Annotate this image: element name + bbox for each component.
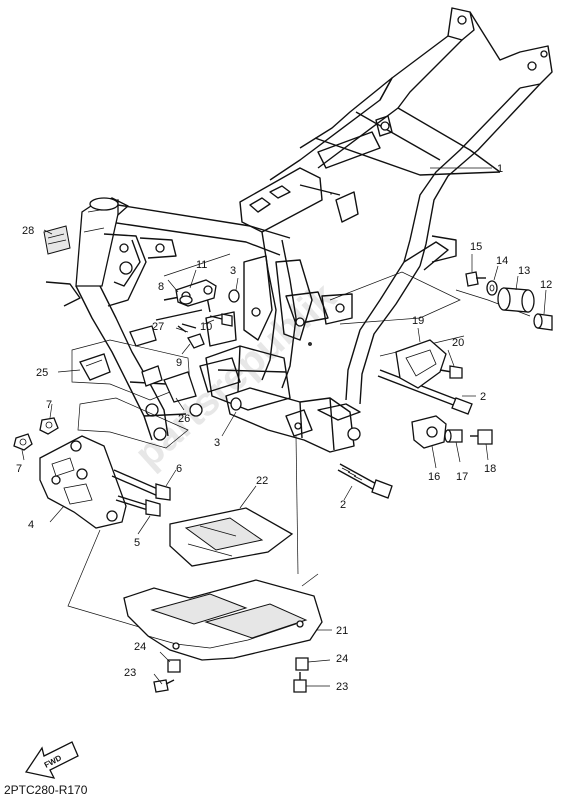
part-4-engine-bracket (39, 435, 127, 529)
part-17-collar (444, 429, 463, 443)
main-frame (45, 7, 553, 453)
part-26-guard (129, 325, 197, 403)
diagram-caption: 2PTC280-R170 (4, 783, 88, 797)
callout-17: 17 (456, 471, 468, 483)
callout-2-lower: 2 (340, 499, 346, 511)
callout-5: 5 (134, 537, 140, 549)
callout-8: 8 (158, 281, 164, 293)
callout-23-right: 23 (336, 681, 348, 693)
part-15-bolt (465, 271, 486, 287)
part-7-nuts (13, 417, 59, 451)
part-2-lower-bolt (337, 463, 393, 499)
part-25-guard (79, 353, 111, 381)
part-18-bolt (470, 429, 493, 445)
part-22-pad (169, 507, 294, 567)
callout-3-lower: 3 (214, 437, 220, 449)
callout-6: 6 (176, 463, 182, 475)
callout-4: 4 (28, 519, 34, 531)
part-23-bolts (153, 672, 307, 693)
callout-11: 11 (196, 259, 207, 271)
callout-2-upper: 2 (480, 391, 486, 403)
callout-leaders (21, 167, 547, 687)
callout-12: 12 (540, 279, 552, 291)
callout-26: 26 (178, 413, 190, 425)
part-24-collars (167, 657, 309, 673)
callout-24-right: 24 (336, 653, 348, 665)
fwd-arrow-icon: FWD (24, 741, 79, 779)
callout-23-left: 23 (124, 667, 136, 679)
callout-15: 15 (470, 241, 482, 253)
part-12-collar (533, 313, 553, 331)
part-16-bracket (411, 415, 447, 449)
part-21-skid-plate (123, 579, 323, 661)
part-13-spacer (497, 287, 535, 313)
callout-18: 18 (484, 463, 496, 475)
callout-3-upper: 3 (230, 265, 236, 277)
callout-24-left: 24 (134, 641, 146, 653)
callout-25: 25 (36, 367, 48, 379)
callout-1: 1 (497, 163, 503, 175)
part-6-bolt (111, 469, 171, 501)
callout-14: 14 (496, 255, 508, 267)
part-19-plate (395, 339, 447, 389)
callout-16: 16 (428, 471, 440, 483)
part-27-bolt (181, 323, 197, 329)
callout-22: 22 (256, 475, 268, 487)
part-20-bolt (439, 365, 463, 379)
part-28-label (43, 225, 71, 255)
callout-10: 10 (200, 321, 212, 333)
callout-20: 20 (452, 337, 464, 349)
part-5-bolt (115, 495, 161, 517)
part-8-washer (179, 295, 193, 305)
callout-7-lower: 7 (16, 463, 22, 475)
callout-7-upper: 7 (46, 399, 52, 411)
part-9-bolt (177, 325, 205, 349)
callout-28: 28 (22, 225, 34, 237)
part-10-bolt (209, 313, 233, 327)
callout-19: 19 (412, 315, 424, 327)
part-14-washer (486, 280, 498, 296)
callout-27: 27 (152, 321, 164, 333)
callouts: 1 2 2 3 3 4 5 6 7 7 8 9 10 11 12 13 14 1… (16, 163, 552, 693)
callout-21: 21 (336, 625, 348, 637)
part-3-dampers (189, 289, 242, 417)
callout-13: 13 (518, 265, 530, 277)
callout-9: 9 (176, 357, 182, 369)
